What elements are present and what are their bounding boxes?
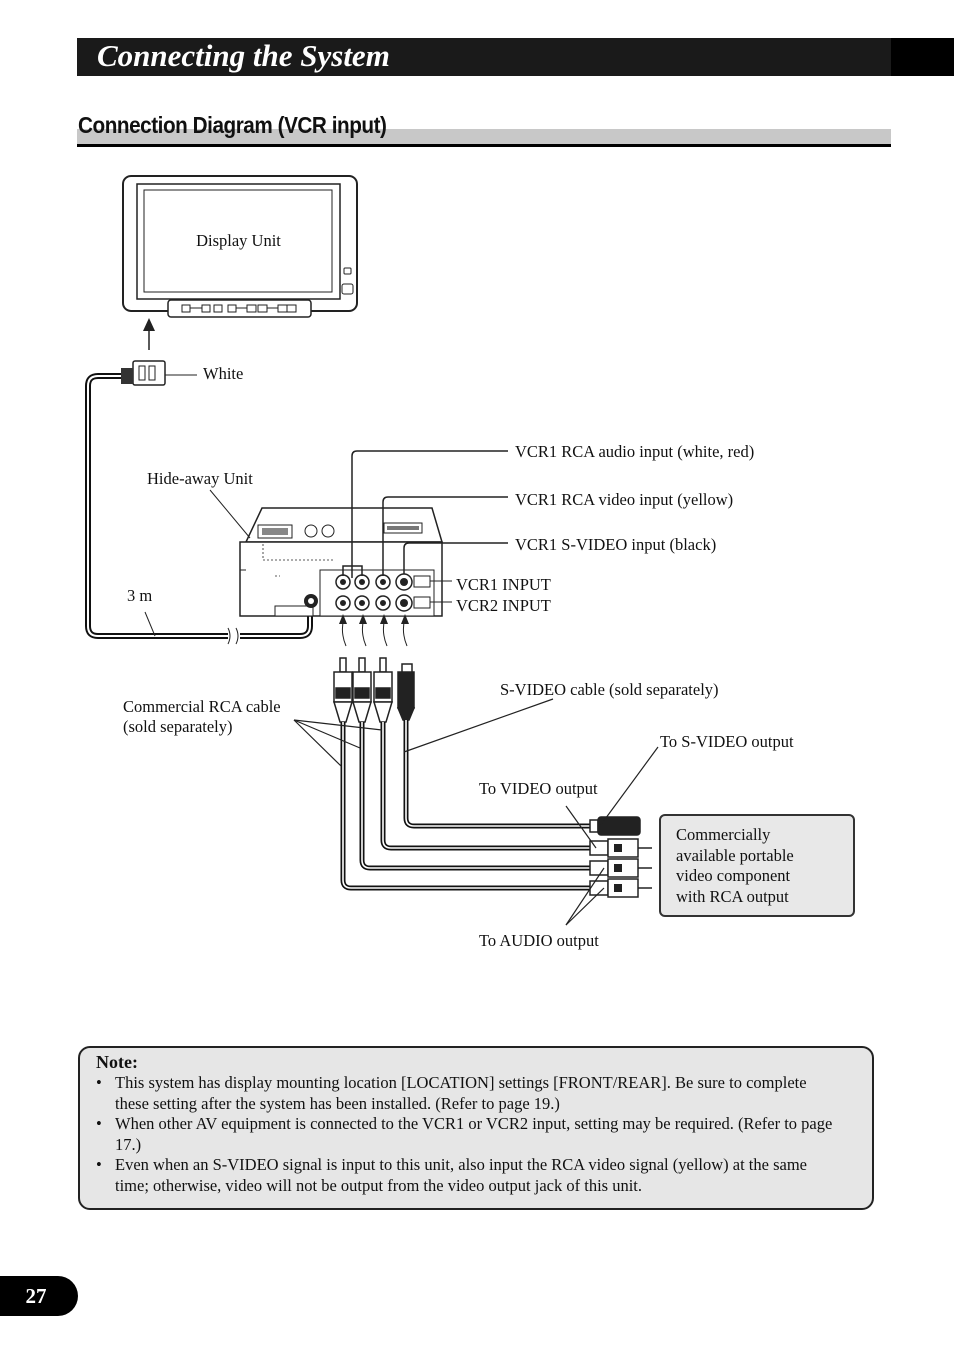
section-band xyxy=(77,129,891,145)
note-item: This system has display mounting locatio… xyxy=(96,1073,836,1114)
vcr1-video-input-label: VCR1 RCA video input (yellow) xyxy=(515,490,734,509)
hide-away-unit-drawing xyxy=(239,507,452,617)
note-title: Note: xyxy=(96,1052,138,1072)
page-number: 27 xyxy=(0,1276,78,1316)
header-bar xyxy=(77,38,891,76)
header-tab xyxy=(891,38,954,76)
cable-length-label: 3 m xyxy=(127,586,153,605)
display-unit-label: Display Unit xyxy=(177,229,300,254)
section-rule xyxy=(77,144,891,147)
rca-cable-label: Commercial RCA cable xyxy=(123,697,281,716)
video-component-label: Commercially available portable video co… xyxy=(676,825,794,906)
to-video-output-label: To VIDEO output xyxy=(479,779,598,798)
vcr1-svideo-input-label: VCR1 S-VIDEO input (black) xyxy=(515,535,717,554)
rca-cable-sold-separately-label: (sold separately) xyxy=(123,717,233,736)
white-label: White xyxy=(203,364,244,383)
white-connector xyxy=(121,360,197,386)
hide-away-unit-label: Hide-away Unit xyxy=(147,469,253,488)
note-list: This system has display mounting locatio… xyxy=(96,1073,836,1197)
section-title: Connection Diagram (VCR input) xyxy=(78,112,387,138)
vcr1-audio-input-label: VCR1 RCA audio input (white, red) xyxy=(515,442,755,461)
note-item: Even when an S-VIDEO signal is input to … xyxy=(96,1155,836,1196)
to-svideo-output-label: To S-VIDEO output xyxy=(660,732,794,751)
vcr1-input-label: VCR1 INPUT xyxy=(456,575,551,594)
to-audio-output-label: To AUDIO output xyxy=(479,931,599,950)
page-title: Connecting the System xyxy=(97,38,390,73)
rca-plugs xyxy=(332,657,416,723)
vcr2-input-label: VCR2 INPUT xyxy=(456,596,551,615)
svideo-cable-label: S-VIDEO cable (sold separately) xyxy=(500,680,719,699)
video-component-box xyxy=(659,814,855,917)
note-item: When other AV equipment is connected to … xyxy=(96,1114,836,1155)
